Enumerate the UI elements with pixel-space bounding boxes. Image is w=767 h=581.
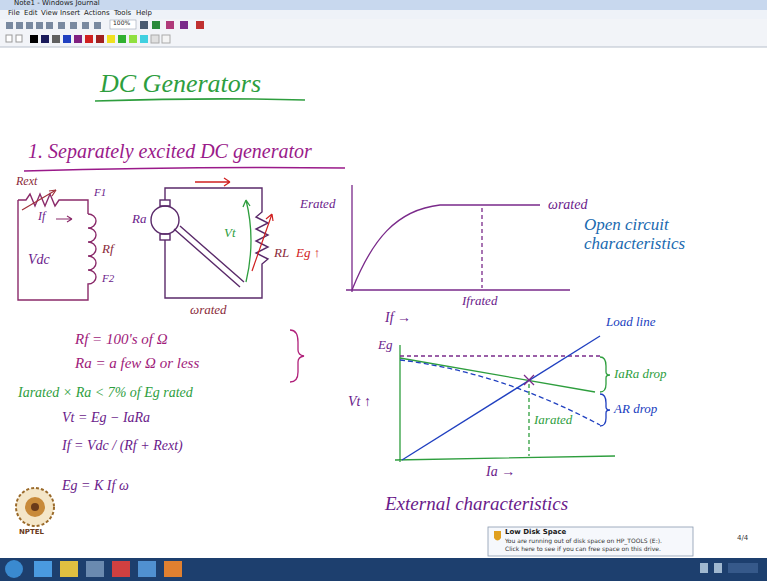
page-number: 4/4 bbox=[737, 535, 748, 543]
brace bbox=[290, 330, 304, 382]
axis-label: If → bbox=[385, 310, 411, 325]
section-heading: 1. Separately excited DC generator bbox=[28, 140, 312, 162]
popup-text: Click here to see if you can free space … bbox=[505, 546, 661, 553]
menu-item: View bbox=[41, 10, 58, 18]
notification-popup bbox=[488, 527, 693, 556]
color-swatches bbox=[6, 35, 170, 43]
drop-label: IaRa drop bbox=[614, 367, 667, 381]
terminal-label: F2 bbox=[102, 272, 114, 284]
menu-item: Edit bbox=[24, 10, 38, 18]
axis-label: Ia → bbox=[486, 464, 515, 479]
axis-value: Iarated bbox=[534, 413, 572, 427]
graph-caption: Open circuit characteristics bbox=[584, 216, 734, 253]
current-label: If bbox=[38, 210, 45, 223]
field-circuit bbox=[18, 194, 96, 300]
warning-shield bbox=[494, 531, 501, 541]
menu-item: Actions bbox=[84, 10, 110, 18]
load-adjust-arrow bbox=[252, 214, 273, 271]
line-label: Load line bbox=[606, 315, 655, 329]
speed-label: ωrated bbox=[190, 303, 227, 317]
resistance-label: Rf bbox=[102, 242, 114, 256]
resistor-label: RL bbox=[274, 246, 289, 260]
rheostat-arrowhead bbox=[49, 190, 56, 196]
taskbar-icons bbox=[5, 560, 758, 578]
source-label: Vdc bbox=[28, 252, 50, 267]
menu-item: Insert bbox=[60, 10, 80, 18]
toolbar bbox=[0, 19, 767, 47]
title-bar bbox=[0, 0, 767, 10]
terminal-label: F1 bbox=[94, 186, 106, 198]
zoom-box bbox=[110, 20, 136, 29]
curve-label: ωrated bbox=[548, 197, 587, 212]
equation: Eg = K If ω bbox=[62, 478, 129, 493]
menu-item: Help bbox=[136, 10, 152, 18]
popup-title: Low Disk Space bbox=[505, 529, 566, 537]
rheostat-arrow bbox=[22, 190, 56, 210]
page-title: DC Generators bbox=[100, 70, 261, 99]
nptel-logo bbox=[16, 488, 54, 526]
voltage-label: Eg ↑ bbox=[296, 246, 320, 260]
resistance-label: Ra bbox=[132, 212, 146, 226]
resistor-label: Rext bbox=[16, 175, 37, 188]
menu-bar bbox=[0, 10, 767, 19]
armature-current-arrow bbox=[195, 178, 230, 186]
external-graph bbox=[395, 336, 615, 462]
logo-text: NPTEL bbox=[19, 529, 44, 537]
axis-label: Eg bbox=[378, 338, 392, 352]
equation: Iarated × Ra < 7% of Eg rated bbox=[18, 385, 193, 400]
equation: Rf = 100's of Ω bbox=[75, 331, 168, 348]
popup-text: You are running out of disk space on HP_… bbox=[505, 538, 662, 545]
toolbar-icons bbox=[6, 21, 204, 29]
equation: If = Vdc / (Rf + Rext) bbox=[62, 438, 183, 453]
menu-item: Tools bbox=[114, 10, 131, 18]
drop-label: AR drop bbox=[614, 402, 657, 416]
armature-circuit bbox=[151, 188, 268, 298]
voltage-label: Vt bbox=[224, 226, 236, 240]
graph-caption: External characteristics bbox=[385, 494, 568, 515]
menu-item: File bbox=[8, 10, 20, 18]
occ-graph bbox=[346, 185, 570, 292]
axis-value: Ifrated bbox=[462, 294, 497, 308]
taskbar bbox=[0, 558, 767, 581]
zoom-value: 100% bbox=[113, 20, 130, 27]
toolbar-border bbox=[0, 47, 767, 48]
title-underline bbox=[95, 99, 305, 101]
window-title: Note1 - Windows Journal bbox=[14, 0, 100, 8]
terminal-voltage-arrow bbox=[243, 200, 251, 282]
current-arrow bbox=[56, 216, 72, 222]
heading-underline bbox=[24, 168, 345, 171]
equation: Vt = Eg − IaRa bbox=[62, 410, 150, 425]
axis-value: Erated bbox=[300, 197, 335, 211]
axis-label: Vt ↑ bbox=[348, 394, 371, 409]
equation: Ra = a few Ω or less bbox=[75, 355, 199, 372]
